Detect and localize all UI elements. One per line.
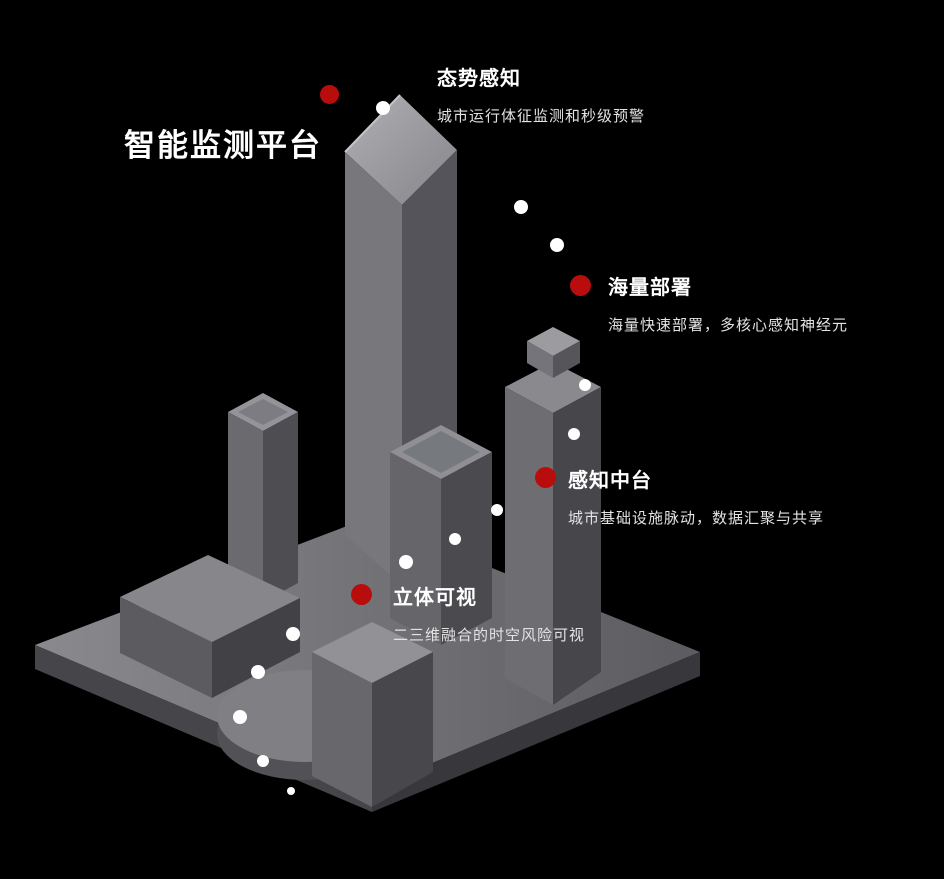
building-middle-stepped (390, 425, 492, 645)
feature-label: 态势感知 (437, 68, 521, 90)
building-left-low-block (120, 555, 300, 698)
feature-label: 海量部署 (608, 277, 692, 299)
marker-situational-awareness (320, 85, 339, 104)
feature-sensing-middle-platform: 感知中台 城市基础设施脉动，数据汇聚与共享 (568, 464, 824, 528)
feature-desc: 海量快速部署，多核心感知神经元 (608, 317, 849, 334)
feature-label: 立体可视 (393, 587, 477, 609)
feature-stereoscopic-visual: 立体可视 二三维融合的时空风险可视 (393, 581, 585, 645)
page-title: 智能监测平台 (124, 128, 322, 163)
dotted-trail (233, 101, 591, 795)
building-front-block (312, 622, 433, 807)
building-right-tower (505, 327, 601, 705)
feature-desc: 城市基础设施脉动，数据汇聚与共享 (568, 510, 825, 527)
feature-label: 感知中台 (568, 470, 652, 492)
marker-mass-deployment (570, 275, 591, 296)
feature-desc: 二三维融合的时空风险可视 (393, 627, 586, 644)
feature-mass-deployment: 海量部署 海量快速部署，多核心感知神经元 (608, 271, 848, 335)
feature-desc: 城市运行体征监测和秒级预警 (437, 108, 646, 125)
feature-situational-awareness: 态势感知 城市运行体征监测和秒级预警 (437, 62, 645, 126)
marker-sensing-middle-platform (535, 467, 556, 488)
marker-stereoscopic-visual (351, 584, 372, 605)
building-left-thin-tower (228, 393, 298, 602)
